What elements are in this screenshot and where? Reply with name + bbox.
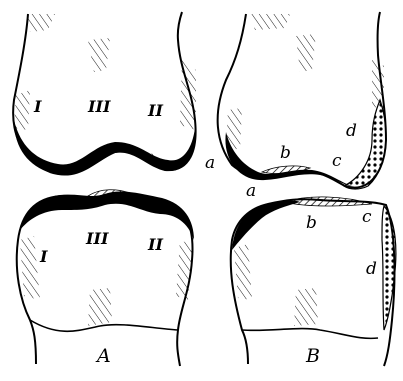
upper-tooth-a: I III II	[13, 12, 196, 175]
upper-a-roman-1: I	[33, 97, 42, 116]
lower-tooth-a-outline	[17, 193, 193, 366]
lower-tooth-b-hatched	[284, 197, 372, 206]
upper-b-letter-d: d	[346, 121, 357, 141]
lower-a-roman-3: III	[85, 229, 109, 248]
panel-label-a: A	[95, 345, 111, 367]
lower-b-letter-a: a	[246, 181, 256, 201]
panel-a: I III II I III II A	[13, 12, 196, 367]
upper-tooth-a-enamel	[14, 120, 195, 175]
panel-label-b: B	[305, 345, 320, 367]
lower-a-roman-2: II	[147, 235, 163, 254]
panel-b: a b c d a b c d B	[205, 12, 396, 367]
lower-b-letter-c: c	[362, 207, 372, 227]
upper-b-letter-b: b	[280, 143, 291, 163]
lower-a-roman-1: I	[39, 247, 48, 266]
upper-a-roman-3: III	[87, 97, 111, 116]
lower-tooth-b-enamel	[232, 201, 300, 250]
upper-b-letter-c: c	[332, 151, 342, 171]
upper-tooth-b: a b c d	[205, 12, 386, 189]
lower-b-letter-b: b	[306, 213, 317, 233]
upper-tooth-b-dotted	[344, 100, 386, 189]
lower-tooth-a: I III II	[17, 190, 194, 366]
lower-b-letter-d: d	[366, 259, 377, 279]
lower-tooth-b: a b c d	[231, 181, 396, 366]
upper-b-letter-a: a	[205, 153, 215, 173]
upper-a-roman-2: II	[147, 101, 163, 120]
